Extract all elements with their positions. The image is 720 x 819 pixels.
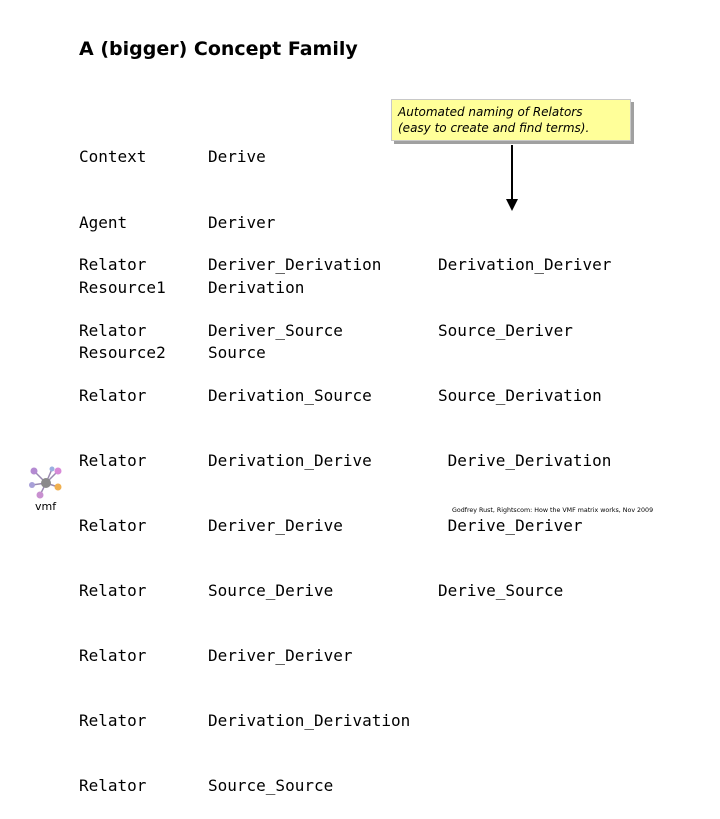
relator-name-item: Deriver_Derive bbox=[208, 515, 343, 535]
footer-credit: Godfrey Rust, Rightscom: How the VMF mat… bbox=[452, 507, 654, 514]
relator-name-item: Deriver_Derivation bbox=[208, 255, 382, 275]
slide-title: A (bigger) Concept Family bbox=[79, 38, 358, 60]
relator-type-item: Relator bbox=[79, 320, 147, 340]
concept-term-item: Source bbox=[208, 342, 266, 362]
concept-type-item: Context bbox=[79, 147, 147, 167]
concept-term-item: Derive bbox=[208, 147, 266, 167]
relator-name-item: Derivation_Derive bbox=[208, 450, 372, 470]
relator-type-item: Relator bbox=[79, 385, 147, 405]
relator-name-item: Source_Derive bbox=[208, 580, 334, 600]
concept-type-item: Resource2 bbox=[79, 342, 166, 362]
concept-term-item: Deriver bbox=[208, 212, 276, 232]
relator-type-item: Relator bbox=[79, 711, 147, 731]
reverse-relator-column: Derivation_Deriver Source_Deriver Source… bbox=[438, 211, 611, 623]
callout-line: Automated naming of Relators bbox=[398, 105, 583, 119]
relator-name-item: Deriver_Deriver bbox=[208, 645, 353, 665]
relator-type-item: Relator bbox=[79, 450, 147, 470]
relator-name-column: Deriver_Derivation Deriver_Source Deriva… bbox=[208, 211, 410, 819]
callout-line: (easy to create and find terms). bbox=[398, 121, 590, 135]
relator-name-item: Derivation_Derivation bbox=[208, 711, 411, 731]
relator-type-item: Relator bbox=[79, 645, 147, 665]
reverse-relator-item: Derivation_Deriver bbox=[438, 255, 612, 275]
callout-note: Automated naming of Relators (easy to cr… bbox=[391, 99, 631, 141]
relator-name-item: Derivation_Source bbox=[208, 385, 372, 405]
relator-name-item: Source_Source bbox=[208, 776, 334, 796]
relator-name-item: Deriver_Source bbox=[208, 320, 343, 340]
concept-type-item: Agent bbox=[79, 212, 128, 232]
reverse-relator-item: Derive_Source bbox=[438, 580, 564, 600]
reverse-relator-item: Source_Derivation bbox=[438, 385, 602, 405]
concept-term-item: Derivation bbox=[208, 277, 305, 297]
concept-type-column: Context Agent Resource1 Resource2 bbox=[79, 103, 166, 385]
relator-type-item: Relator bbox=[79, 580, 147, 600]
down-arrow-icon bbox=[506, 145, 518, 211]
vmf-logo-icon bbox=[29, 466, 62, 499]
reverse-relator-item: Source_Deriver bbox=[438, 320, 573, 340]
reverse-relator-item: Derive_Deriver bbox=[438, 515, 583, 535]
relator-type-item: Relator bbox=[79, 255, 147, 275]
concept-term-column: Derive Deriver Derivation Source bbox=[208, 103, 304, 385]
relator-type-column: Relator Relator Relator Relator Relator … bbox=[79, 211, 146, 819]
vmf-logo-text: vmf bbox=[35, 500, 57, 513]
relator-type-item: Relator bbox=[79, 776, 147, 796]
reverse-relator-item: Derive_Derivation bbox=[438, 450, 612, 470]
relator-type-item: Relator bbox=[79, 515, 147, 535]
concept-type-item: Resource1 bbox=[79, 277, 166, 297]
